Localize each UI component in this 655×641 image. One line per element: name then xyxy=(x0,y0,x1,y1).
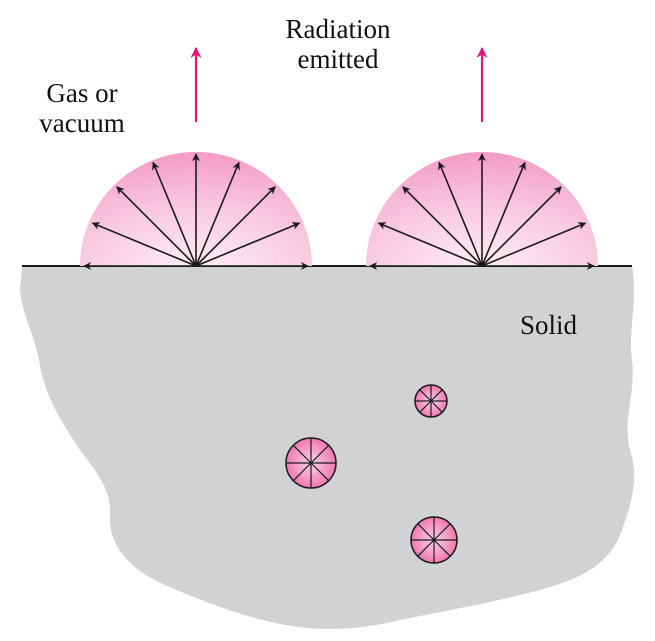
emission-ray xyxy=(438,161,483,267)
radiation-emitted-label: Radiation emitted xyxy=(258,14,418,74)
emission-ray xyxy=(152,161,197,267)
gas-label-line2: vacuum xyxy=(39,108,125,138)
emission-ray xyxy=(481,161,526,267)
emission-ray xyxy=(377,222,483,267)
emission-ray xyxy=(402,186,483,267)
emission-ray xyxy=(195,222,301,267)
emission-ray xyxy=(91,222,197,267)
emission-ray xyxy=(116,186,197,267)
emission-ray xyxy=(195,161,240,267)
particle xyxy=(414,384,448,418)
emission-ray xyxy=(195,186,276,267)
gas-or-vacuum-label: Gas or vacuum xyxy=(22,78,142,138)
right-hemisphere-rays xyxy=(369,153,595,270)
radiation-label-line2: emitted xyxy=(297,44,379,74)
emission-ray xyxy=(481,222,587,267)
gas-label-line1: Gas or xyxy=(46,78,118,108)
emitting-particles xyxy=(285,384,458,564)
left-hemisphere-rays xyxy=(83,153,309,270)
solid-label: Solid xyxy=(520,310,578,340)
radiation-label-line1: Radiation xyxy=(285,14,391,44)
particle xyxy=(285,437,337,489)
particle xyxy=(410,516,458,564)
emission-ray xyxy=(481,186,562,267)
